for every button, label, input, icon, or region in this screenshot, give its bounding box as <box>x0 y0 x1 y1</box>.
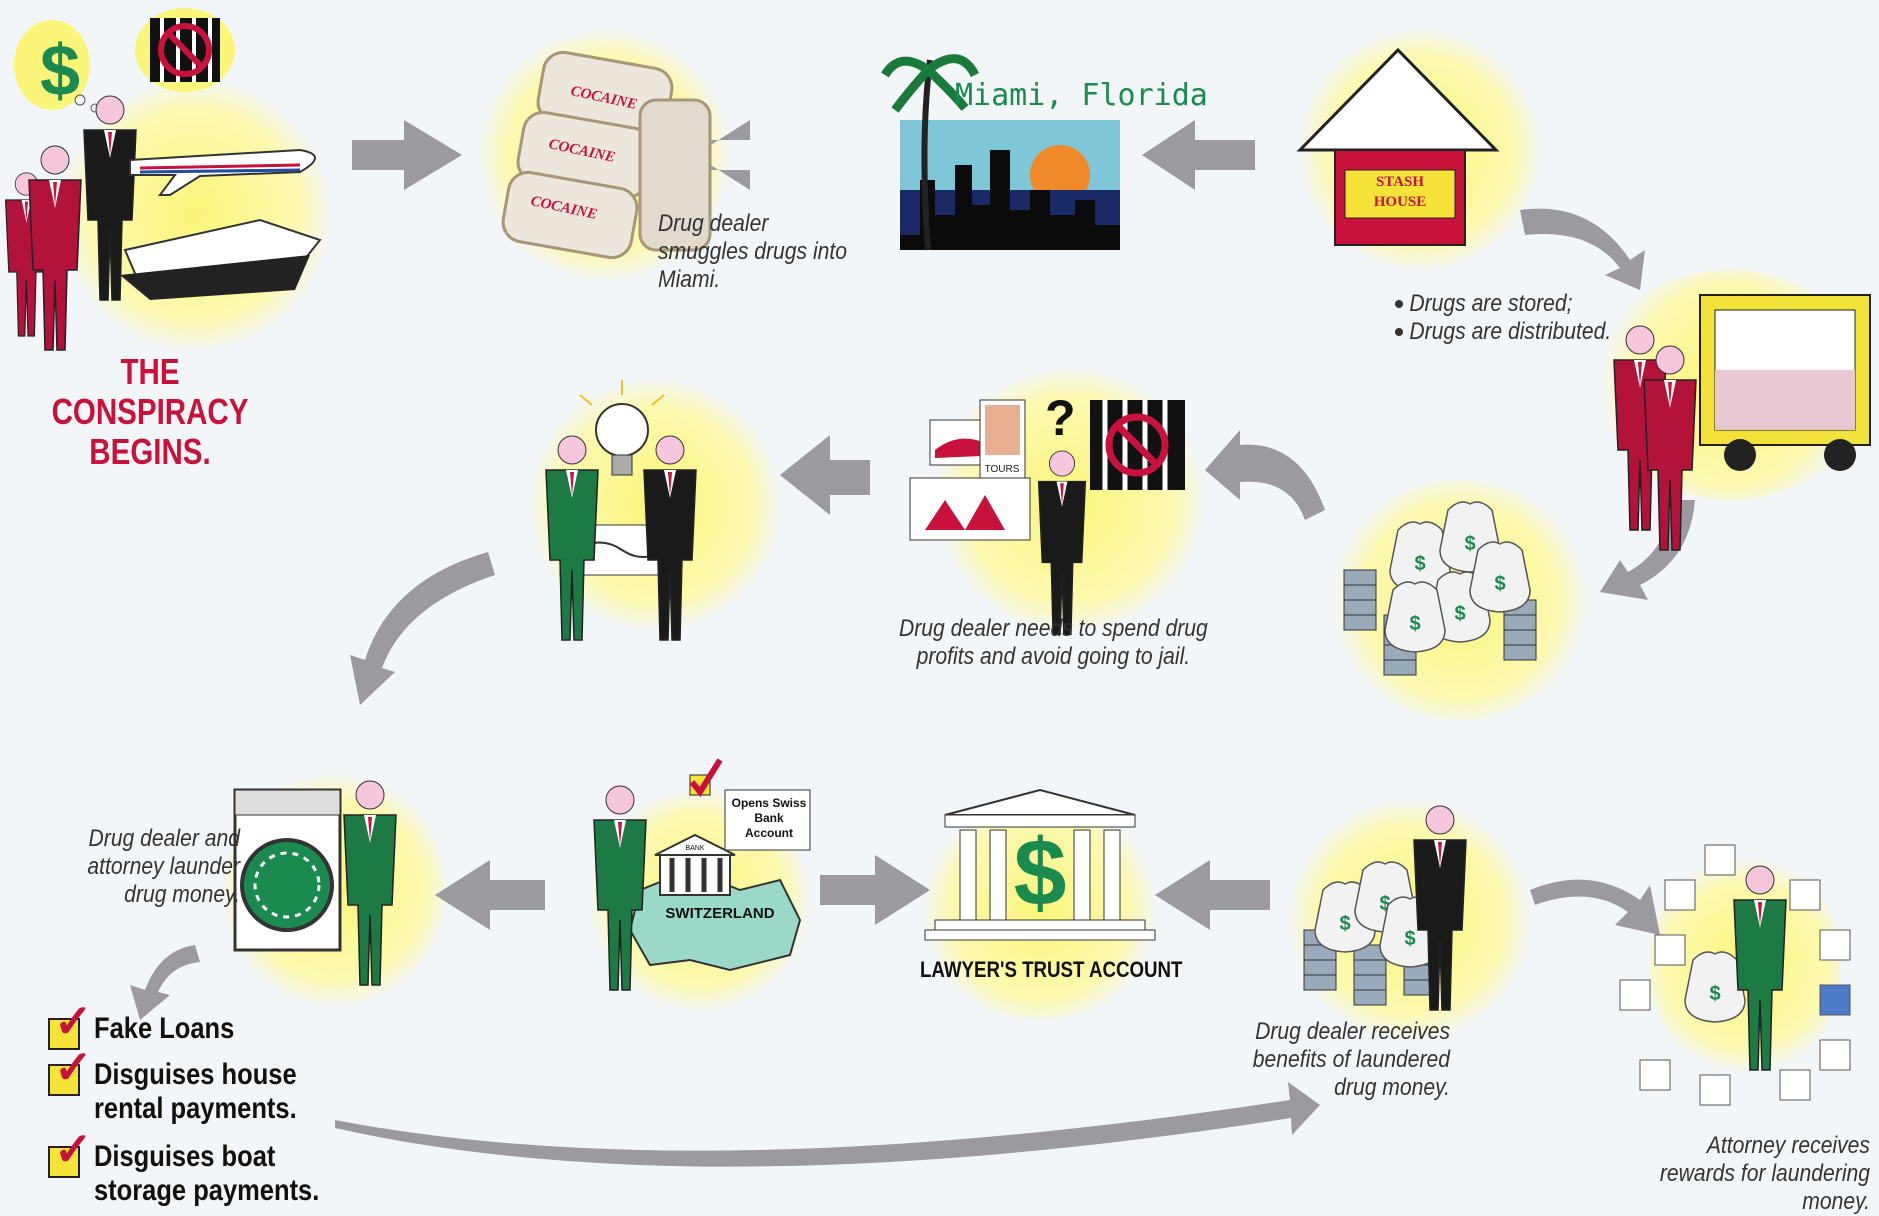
bank-sign: BANK <box>685 845 704 852</box>
arrow-benefits-rewards <box>1530 879 1660 935</box>
arrow-money-spend <box>1205 430 1325 520</box>
check-icon: ✓ <box>48 1126 93 1178</box>
checklist-text-1: Fake Loans <box>94 1012 235 1045</box>
arrow-swiss-trust <box>820 855 930 925</box>
checklist-item-3: ✓ Disguises boat storage payments. <box>48 1126 394 1208</box>
reward-icons <box>1619 844 1851 1106</box>
spend-caption: Drug dealer needs to spend drug profits … <box>899 615 1208 670</box>
washing-machine <box>233 788 342 952</box>
stash-bullet-2 <box>1395 328 1403 336</box>
arrow-stash-truck <box>1520 208 1645 290</box>
arrow-launder-swiss <box>435 860 545 930</box>
stash-caption-line-2: Drugs are distributed. <box>1409 318 1612 345</box>
checklist-text-3: Disguises boat storage payments. <box>94 1140 320 1207</box>
arrow-checklist-benefits <box>335 1082 1320 1167</box>
miami-skyline <box>881 54 1120 251</box>
arrow-spend-handshake <box>780 435 870 515</box>
checklist-item-1: ✓ Fake Loans <box>48 998 394 1050</box>
arrow-1 <box>352 120 462 190</box>
trust-building: $ <box>924 788 1156 941</box>
checklist-text-2: Disguises house rental payments. <box>94 1058 297 1125</box>
swiss-note: Opens Swiss Bank Account <box>731 796 807 840</box>
svg-text:HOUSE: HOUSE <box>1374 194 1427 210</box>
arrow-launder-checklist <box>130 945 200 1020</box>
switzerland-label: SWITZERLAND <box>665 905 774 922</box>
benefits-caption: Drug dealer receives benefits of launder… <box>1252 1018 1450 1101</box>
svg-text:$: $ <box>1014 820 1067 926</box>
checklist-item-2: ✓ Disguises house rental payments. <box>48 1044 394 1126</box>
arrow-3 <box>1142 120 1255 190</box>
stash-sign: STASH <box>1376 174 1424 190</box>
city-name: Miami, Florida <box>955 78 1208 113</box>
rewards-caption: Attorney receives rewards for laundering… <box>1659 1132 1870 1215</box>
tours-tag: TOURS <box>985 464 1020 475</box>
stash-house: STASH HOUSE <box>1296 47 1500 246</box>
trust-caption: LAWYER'S TRUST ACCOUNT <box>920 957 1183 982</box>
check-icon: ✓ <box>48 1044 93 1096</box>
stash-caption-line-1: Drugs are stored; <box>1409 290 1573 317</box>
svg-text:?: ? <box>1045 390 1076 446</box>
arrow-2 <box>695 120 750 190</box>
conspiracy-title: THE CONSPIRACY BEGINS. <box>51 351 249 472</box>
stash-bullet-1 <box>1395 300 1403 308</box>
check-icon: ✓ <box>48 998 93 1050</box>
truck <box>1699 294 1871 471</box>
svg-text:$: $ <box>40 31 80 111</box>
thought-dollar <box>14 20 90 110</box>
switzerland-scene: SWITZERLAND BANK <box>628 758 811 972</box>
arrow-handshake-launder <box>350 552 495 705</box>
smuggle-caption: Drug dealer smuggles drugs into Miami. <box>658 210 848 293</box>
arrow-trust-benefits <box>1155 860 1270 930</box>
launder-caption: Drug dealer and attorney launder drug mo… <box>87 825 240 908</box>
stash-caption: Drugs are stored; Drugs are distributed. <box>1390 290 1641 346</box>
spend-scene: TOURS ? <box>909 390 1185 541</box>
cocaine-packages: COCAINE COCAINE COCAINE <box>501 50 712 260</box>
money-bags <box>1343 501 1537 676</box>
plane <box>129 148 316 196</box>
